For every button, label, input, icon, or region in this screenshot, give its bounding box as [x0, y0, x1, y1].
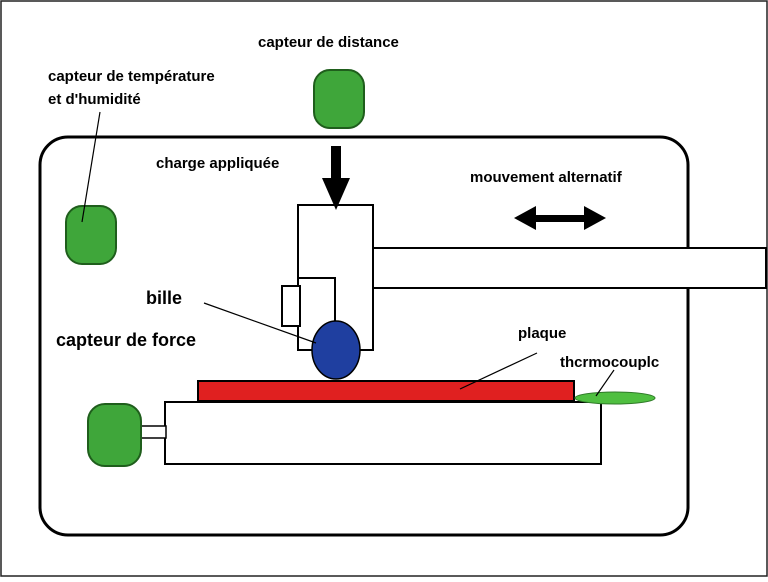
thermocouple: [574, 391, 656, 405]
thermocouple-leader-line: [595, 369, 615, 397]
temp-sensor-leader-line: [81, 111, 101, 223]
distance-sensor: [313, 69, 365, 129]
ball: [311, 320, 361, 380]
force-sensor-label: capteur de force: [56, 330, 196, 350]
force-sensor: [87, 403, 142, 467]
thermocouple-label: thcrmocouplc: [560, 354, 659, 371]
plate-label: plaque: [518, 325, 566, 342]
temperature-sensor-label-line2: et d'humidité: [48, 91, 141, 108]
ball-leader-line: [203, 302, 317, 344]
base-block: [164, 401, 602, 465]
applied-load-arrow: [322, 146, 350, 210]
temperature-sensor-label-line1: capteur de température: [48, 68, 215, 85]
ball-holder-tab: [281, 285, 301, 327]
force-sensor-connector: [140, 425, 167, 439]
plate-leader-line: [459, 352, 538, 390]
plate: [197, 380, 575, 402]
reciprocating-motion-label: mouvement alternatif: [470, 169, 623, 186]
ball-label: bille: [146, 288, 182, 308]
enclosure-box: [38, 135, 690, 537]
temperature-humidity-sensor: [65, 205, 117, 265]
distance-sensor-label: capteur de distance: [258, 34, 399, 51]
reciprocating-arm: [371, 247, 767, 289]
reciprocating-motion-arrow: [514, 206, 606, 230]
applied-load-label: charge appliquée: [156, 155, 279, 172]
